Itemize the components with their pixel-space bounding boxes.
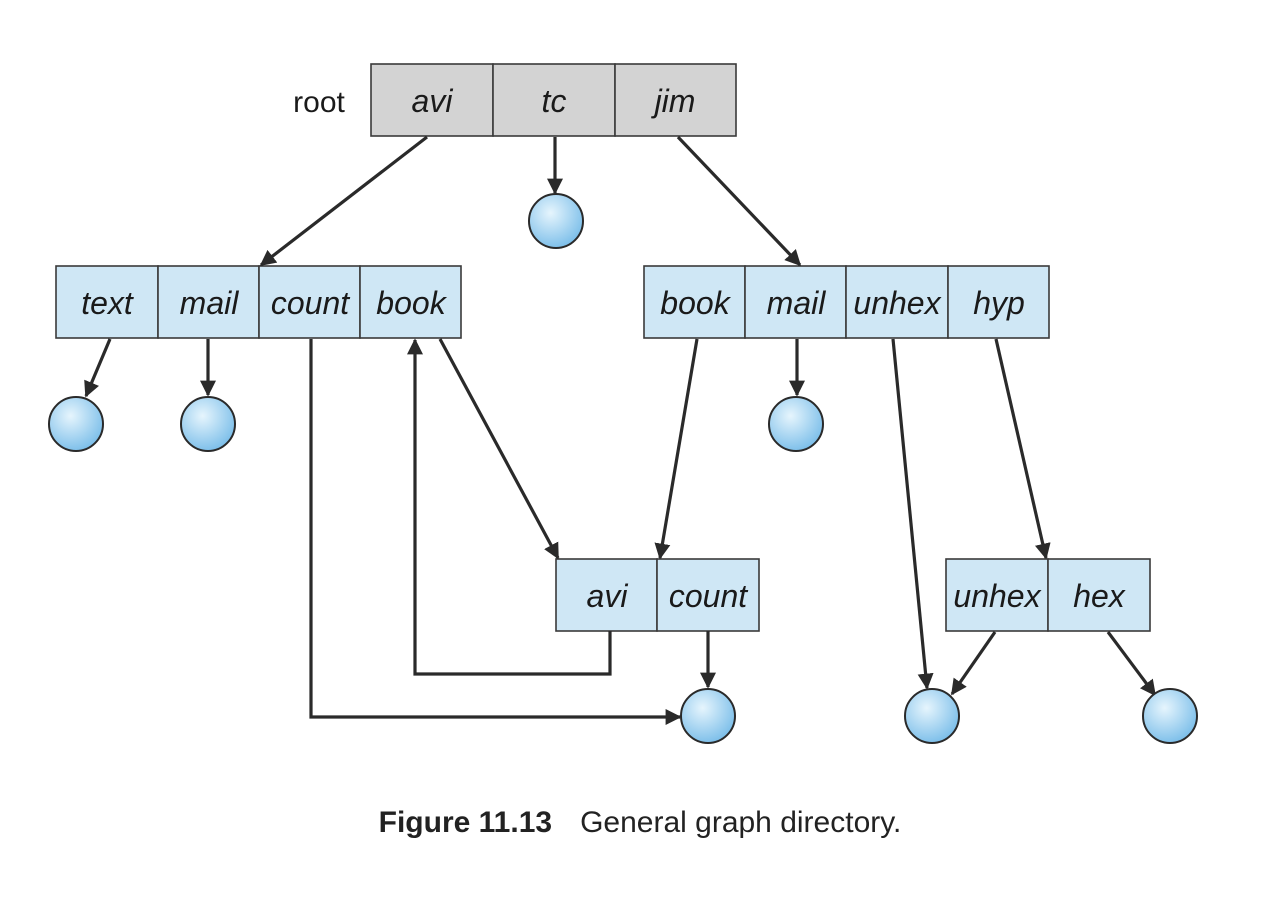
avi-cell-mail-label: mail	[180, 285, 240, 321]
book-cell-count-label: count	[669, 578, 748, 614]
edges	[84, 135, 1157, 725]
avi-cell-mail[interactable]	[157, 265, 260, 339]
edge-root-jim	[676, 135, 802, 267]
jim-cell-book[interactable]	[643, 265, 746, 339]
edge-hyp-hex	[1106, 631, 1157, 697]
edge-root-avi	[259, 135, 428, 267]
book-cell-avi-label: avi	[587, 578, 629, 614]
file-node-tc[interactable]	[528, 193, 584, 249]
edge-avi-book	[438, 338, 560, 560]
root-directory: avi tc jim	[370, 63, 737, 137]
edge-book-avi-cycle	[407, 338, 612, 676]
file-node-avi-mail[interactable]	[180, 396, 236, 452]
root-cell-jim-label: jim	[651, 83, 696, 119]
hyp-cell-unhex-label: unhex	[953, 578, 1041, 614]
root-cell-tc[interactable]	[492, 63, 616, 137]
jim-directory: book mail unhex hyp	[643, 265, 1050, 339]
file-node-jim-mail[interactable]	[768, 396, 824, 452]
avi-cell-book-label: book	[376, 285, 447, 321]
root-label: root	[293, 86, 345, 119]
avi-cell-count-label: count	[271, 285, 350, 321]
jim-cell-book-label: book	[660, 285, 731, 321]
jim-cell-hyp-label: hyp	[973, 285, 1025, 321]
root-cell-avi[interactable]	[370, 63, 494, 137]
edge-jim-unhex	[891, 338, 934, 690]
avi-cell-book[interactable]	[359, 265, 462, 339]
hyp-cell-hex-label: hex	[1073, 578, 1126, 614]
file-nodes	[48, 193, 1198, 744]
edge-jim-book	[654, 338, 699, 560]
edge-jim-hyp	[994, 338, 1051, 560]
figure-caption-text: General graph directory.	[580, 806, 902, 839]
avi-cell-count[interactable]	[258, 265, 361, 339]
book-directory: avi count	[555, 558, 760, 632]
root-cell-avi-label: avi	[412, 83, 454, 119]
file-node-hex[interactable]	[1142, 688, 1198, 744]
edge-avi-text	[84, 338, 112, 398]
file-node-avi-text[interactable]	[48, 396, 104, 452]
figure-number: Figure 11.13	[378, 806, 553, 839]
edge-hyp-unhex	[950, 631, 997, 696]
jim-cell-mail[interactable]	[744, 265, 847, 339]
hyp-cell-unhex[interactable]	[945, 558, 1049, 632]
figure-caption: Figure 11.13 General graph directory.	[0, 806, 1280, 840]
jim-cell-hyp[interactable]	[947, 265, 1050, 339]
file-node-unhex[interactable]	[904, 688, 960, 744]
root-cell-tc-label: tc	[542, 83, 567, 119]
hyp-cell-hex[interactable]	[1047, 558, 1151, 632]
book-cell-avi[interactable]	[555, 558, 658, 632]
avi-cell-text-label: text	[81, 285, 134, 321]
hyp-directory: unhex hex	[945, 558, 1151, 632]
root-cell-jim[interactable]	[614, 63, 737, 137]
file-node-count[interactable]	[680, 688, 736, 744]
edge-avi-count	[309, 339, 682, 725]
jim-cell-unhex-label: unhex	[853, 285, 941, 321]
jim-cell-unhex[interactable]	[845, 265, 949, 339]
jim-cell-mail-label: mail	[767, 285, 827, 321]
avi-directory: text mail count book	[55, 265, 462, 339]
